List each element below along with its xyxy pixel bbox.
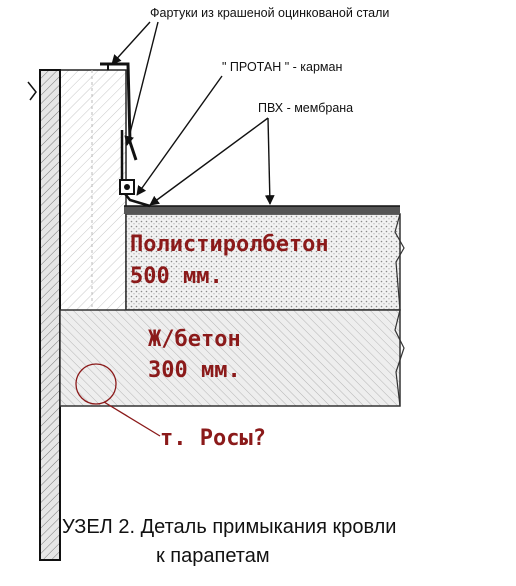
break-mark-lower [394, 309, 405, 407]
protan-pocket-label: " ПРОТАН " - карман [222, 60, 343, 74]
concrete-layer-name: Ж/бетон [148, 327, 241, 352]
flashing-leader-2 [124, 21, 159, 146]
wall-break-mark [27, 81, 37, 101]
dew-point-circle [75, 363, 117, 405]
caption-line-2: к парапетам [156, 545, 270, 567]
concrete-layer-thickness: 300 мм. [148, 358, 241, 383]
outer-wall [39, 69, 61, 561]
polystyrene-layer-name: Полистиролбетон [130, 232, 329, 257]
polystyrene-concrete-layer [125, 213, 401, 311]
membrane-leader-1 [149, 117, 269, 206]
flashing-label: Фартуки из крашеной оцинкованой стали [150, 6, 390, 20]
pvc-membrane-layer [124, 206, 400, 214]
protan-leader [136, 75, 223, 196]
membrane-leader-2 [264, 117, 275, 205]
dew-point-leader [103, 401, 161, 437]
pvc-membrane-label: ПВХ - мембрана [258, 101, 354, 115]
concrete-slab-layer [59, 309, 401, 407]
flashing-leader-1 [111, 21, 151, 65]
caption-line-1: УЗЕЛ 2. Деталь примыкания кровли [62, 516, 397, 538]
dew-point-label: т. Росы? [160, 426, 266, 451]
break-mark-upper [394, 213, 405, 311]
polystyrene-layer-thickness: 500 мм. [130, 264, 223, 289]
